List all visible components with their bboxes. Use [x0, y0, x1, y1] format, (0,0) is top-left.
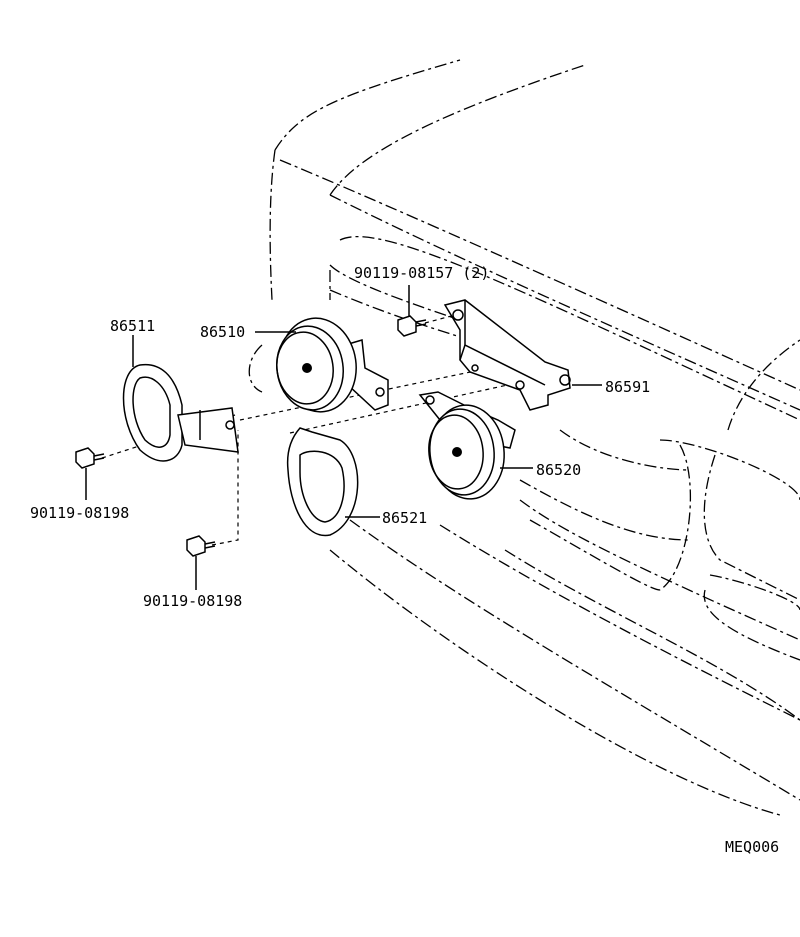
part-86510-horn [248, 317, 389, 413]
vehicle-body-outline [269, 59, 800, 816]
label-86521: 86521 [382, 509, 427, 527]
part-86520-horn [418, 391, 516, 500]
part-86591-bracket [443, 299, 571, 411]
diagram-code: MEQ006 [725, 838, 779, 856]
label-bolt-top: 90119-08157 (2) [354, 264, 489, 282]
leader-lines [85, 285, 602, 590]
bolt-left [75, 447, 105, 469]
label-bolt-left: 90119-08198 [30, 504, 129, 522]
label-bolt-bottom: 90119-08198 [143, 592, 242, 610]
bolt-bottom [186, 535, 216, 557]
label-86510: 86510 [200, 323, 245, 341]
bolt-top [397, 315, 427, 337]
part-86511-bracket [122, 363, 239, 462]
label-86591: 86591 [605, 378, 650, 396]
part-86521-gasket [286, 427, 359, 537]
label-86520: 86520 [536, 461, 581, 479]
label-86511: 86511 [110, 317, 155, 335]
